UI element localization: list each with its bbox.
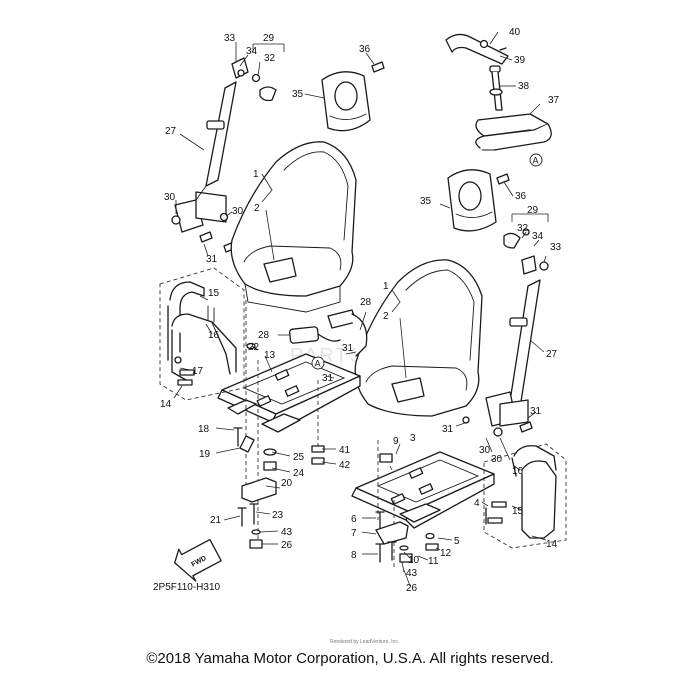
callout-4: 4 [474,498,480,509]
reference-a-top: A [529,153,543,167]
callout-23: 23 [272,510,284,521]
callout-27-left: 27 [165,126,177,137]
right-seat [354,259,483,417]
callout-36-right: 36 [515,191,527,202]
right-headrest-cover [447,169,510,232]
callout-3: 3 [410,433,416,444]
ref-letter-top: A [533,156,539,166]
callout-27-right: 27 [546,349,558,360]
right-seat-belt [462,228,549,437]
callout-9: 9 [393,436,399,447]
callout-16-right: 16 [512,466,524,477]
callout-28-top: 28 [360,297,372,308]
reference-a-middle: A [311,356,325,370]
callout-11: 11 [428,556,439,567]
callout-29-left: 29 [263,33,275,44]
callout-43-right: 43 [406,568,418,579]
left-seat-belt [171,57,277,253]
callout-15-right: 15 [512,506,524,517]
fwd-arrow: FWD [174,538,222,582]
leader-lines [173,31,549,587]
callout-43-left: 43 [281,527,293,538]
callout-42: 42 [339,460,351,471]
callout-36-left: 36 [359,44,371,55]
callout-26-left: 26 [281,540,293,551]
center-belt-buckle [288,309,368,357]
callout-21: 21 [210,515,222,526]
callout-30-left-a: 30 [164,192,176,203]
callout-34-right: 34 [532,231,544,242]
left-headrest-cover [321,61,385,132]
left-seat [230,141,357,313]
callout-35-left: 35 [292,89,304,100]
callout-32-left: 32 [264,53,276,64]
right-seat-frame [351,451,495,529]
callout-31-frame: 31 [322,373,334,384]
callout-1-right: 1 [383,281,389,292]
left-side-guard [159,267,245,401]
callout-37: 37 [548,95,560,106]
callout-17-left: 17 [192,366,204,377]
callout-39: 39 [514,55,526,66]
callout-31-center: 31 [342,343,354,354]
callout-15-left: 15 [208,288,220,299]
left-mount-hardware [233,300,325,549]
callout-14-left: 14 [160,399,172,410]
callout-38: 38 [518,81,530,92]
callout-2-left: 2 [254,203,260,214]
callout-26-right: 26 [406,583,418,594]
callout-10: 10 [408,555,420,566]
callout-31-right-b: 31 [530,406,542,417]
callout-8: 8 [351,550,357,561]
callout-35-right: 35 [420,196,432,207]
callout-14-right: 14 [546,539,558,550]
callout-19: 19 [199,449,211,460]
rendered-by-credit: Rendered by LeadVenture, Inc. [330,639,400,645]
callout-13: 13 [264,350,276,361]
callout-40: 40 [509,27,521,38]
callout-1-left: 1 [253,169,259,180]
callout-18: 18 [198,424,210,435]
callout-22: 22 [248,342,260,353]
callout-33-left: 33 [224,33,236,44]
callout-12: 12 [440,548,452,559]
ref-letter-middle: A [315,359,321,369]
callout-34-left: 34 [246,46,258,57]
callout-25: 25 [293,452,305,463]
callout-28-left: 28 [258,330,270,341]
callout-30-left-b: 30 [232,206,244,217]
part-code: 2P5F110-H310 [153,582,221,593]
callout-32-right: 32 [517,223,529,234]
callout-41: 41 [339,445,351,456]
callout-20: 20 [281,478,293,489]
copyright-notice: ©2018 Yamaha Motor Corporation, U.S.A. A… [146,650,554,667]
callout-6: 6 [351,514,357,525]
callout-33-right: 33 [550,242,562,253]
right-side-guard [483,443,567,549]
callout-5: 5 [454,536,460,547]
callout-numbers: 33 29 34 32 36 35 27 1 2 30 30 31 40 39 … [160,27,562,594]
left-seat-frame [217,353,361,433]
callout-2-right: 2 [383,311,389,322]
callout-30-right-b: 30 [491,454,503,465]
callout-30-right-a: 30 [479,445,491,456]
callout-16-left: 16 [208,330,220,341]
callout-24: 24 [293,468,305,479]
callout-31-left: 31 [206,254,218,265]
grab-bar-assembly [445,33,552,151]
right-mount-hardware [375,440,487,570]
callout-31-right: 31 [442,424,454,435]
callout-29-right: 29 [527,205,539,216]
callout-7: 7 [351,528,357,539]
